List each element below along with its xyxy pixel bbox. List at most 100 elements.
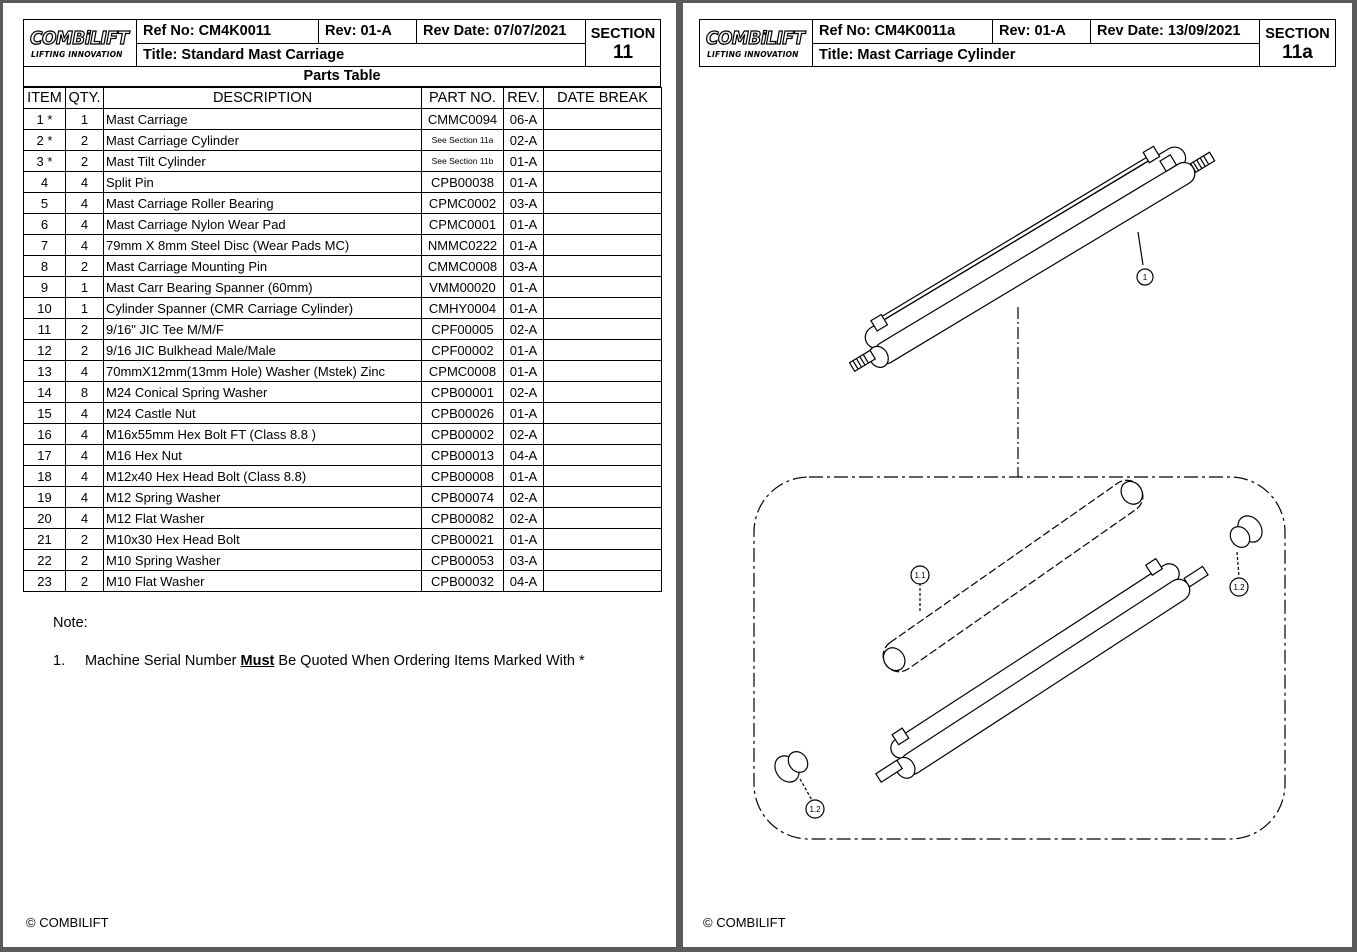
- row-part-no: CMMC0094: [421, 108, 504, 130]
- row-rev: 02-A: [503, 129, 544, 151]
- revision-date: Rev Date: 07/07/2021: [417, 20, 586, 44]
- row-qty: 2: [65, 549, 104, 571]
- row-part-no: NMMC0222: [421, 234, 504, 256]
- row-qty: 4: [65, 486, 104, 508]
- row-item: 8: [23, 255, 66, 277]
- row-rev: 04-A: [503, 444, 544, 466]
- row-rev: 02-A: [503, 381, 544, 403]
- callout-1-1: 1.1: [910, 565, 930, 585]
- section-box: SECTION 11: [586, 20, 660, 67]
- combilift-logo: COMBiLIFT LIFTING INNOVATION: [700, 20, 813, 67]
- row-qty: 4: [65, 465, 104, 487]
- row-date-break: [543, 339, 662, 361]
- row-part-no: CPB00021: [421, 528, 504, 550]
- note-item: 1.Machine Serial Number Must Be Quoted W…: [53, 653, 585, 669]
- row-item: 15: [23, 402, 66, 424]
- row-part-no: CPB00032: [421, 570, 504, 592]
- row-description: Mast Carr Bearing Spanner (60mm): [103, 276, 422, 298]
- callout-1-2-right: 1.2: [1229, 577, 1249, 597]
- row-rev: 01-A: [503, 297, 544, 319]
- row-part-no: CPB00074: [421, 486, 504, 508]
- row-date-break: [543, 402, 662, 424]
- section-number: 11: [612, 42, 634, 63]
- row-qty: 1: [65, 297, 104, 319]
- title-block: COMBiLIFT LIFTING INNOVATION Ref No: CM4…: [699, 19, 1336, 67]
- row-part-no: CMHY0004: [421, 297, 504, 319]
- row-date-break: [543, 276, 662, 298]
- row-qty: 2: [65, 528, 104, 550]
- note-text-before: Machine Serial Number: [85, 653, 241, 669]
- document-title: Title: Standard Mast Carriage: [137, 44, 586, 67]
- row-description: Mast Carriage: [103, 108, 422, 130]
- cylinder-tube-1-1: [882, 479, 1144, 673]
- combilift-logo: COMBiLIFT LIFTING INNOVATION: [24, 20, 137, 67]
- callout-1-2-left-label: 1.2: [809, 805, 821, 814]
- row-item: 2 *: [23, 129, 66, 151]
- row-description: Cylinder Spanner (CMR Carriage Cylinder): [103, 297, 422, 319]
- row-item: 21: [23, 528, 66, 550]
- title-block: COMBiLIFT LIFTING INNOVATION Ref No: CM4…: [23, 19, 661, 67]
- note-emphasis: Must: [240, 653, 275, 669]
- row-part-no: CPB00053: [421, 549, 504, 571]
- right-page: COMBiLIFT LIFTING INNOVATION Ref No: CM4…: [683, 3, 1352, 947]
- parts-table-title: Parts Table: [23, 67, 661, 87]
- row-description: 9/16" JIC Tee M/M/F: [103, 318, 422, 340]
- row-rev: 03-A: [503, 255, 544, 277]
- row-item: 14: [23, 381, 66, 403]
- row-rev: 01-A: [503, 276, 544, 298]
- row-rev: 01-A: [503, 360, 544, 382]
- row-item: 12: [23, 339, 66, 361]
- row-date-break: [543, 444, 662, 466]
- callout-1-label: 1: [1143, 273, 1148, 282]
- row-description: M10 Flat Washer: [103, 570, 422, 592]
- row-date-break: [543, 318, 662, 340]
- row-part-no: CPB00082: [421, 507, 504, 529]
- row-rev: 01-A: [503, 150, 544, 172]
- row-item: 11: [23, 318, 66, 340]
- row-rev: 01-A: [503, 528, 544, 550]
- row-item: 7: [23, 234, 66, 256]
- revision-date: Rev Date: 13/09/2021: [1091, 20, 1260, 44]
- ref-number: Ref No: CM4K0011: [137, 20, 319, 44]
- row-date-break: [543, 108, 662, 130]
- row-qty: 4: [65, 360, 104, 382]
- col-part-no: PART NO.: [421, 87, 504, 109]
- callout-1-2-left: 1.2: [805, 799, 825, 819]
- section-number: 11a: [1282, 42, 1313, 63]
- row-date-break: [543, 486, 662, 508]
- row-description: M16x55mm Hex Bolt FT (Class 8.8 ): [103, 423, 422, 445]
- row-qty: 4: [65, 234, 104, 256]
- row-description: M12x40 Hex Head Bolt (Class 8.8): [103, 465, 422, 487]
- callout-1-1-label: 1.1: [914, 571, 926, 580]
- row-qty: 2: [65, 318, 104, 340]
- row-description: Mast Carriage Nylon Wear Pad: [103, 213, 422, 235]
- copyright: © COMBILIFT: [26, 915, 109, 930]
- row-date-break: [543, 192, 662, 214]
- row-qty: 4: [65, 171, 104, 193]
- row-qty: 4: [65, 402, 104, 424]
- row-date-break: [543, 255, 662, 277]
- row-date-break: [543, 570, 662, 592]
- logo-tagline: LIFTING INNOVATION: [707, 50, 799, 59]
- row-date-break: [543, 213, 662, 235]
- row-qty: 4: [65, 192, 104, 214]
- row-part-no: CPMC0001: [421, 213, 504, 235]
- col-qty: QTY.: [65, 87, 104, 109]
- document-title: Title: Mast Carriage Cylinder: [813, 44, 1260, 67]
- row-description: Mast Carriage Mounting Pin: [103, 255, 422, 277]
- ref-number: Ref No: CM4K0011a: [813, 20, 993, 44]
- copyright: © COMBILIFT: [703, 915, 786, 930]
- row-rev: 03-A: [503, 549, 544, 571]
